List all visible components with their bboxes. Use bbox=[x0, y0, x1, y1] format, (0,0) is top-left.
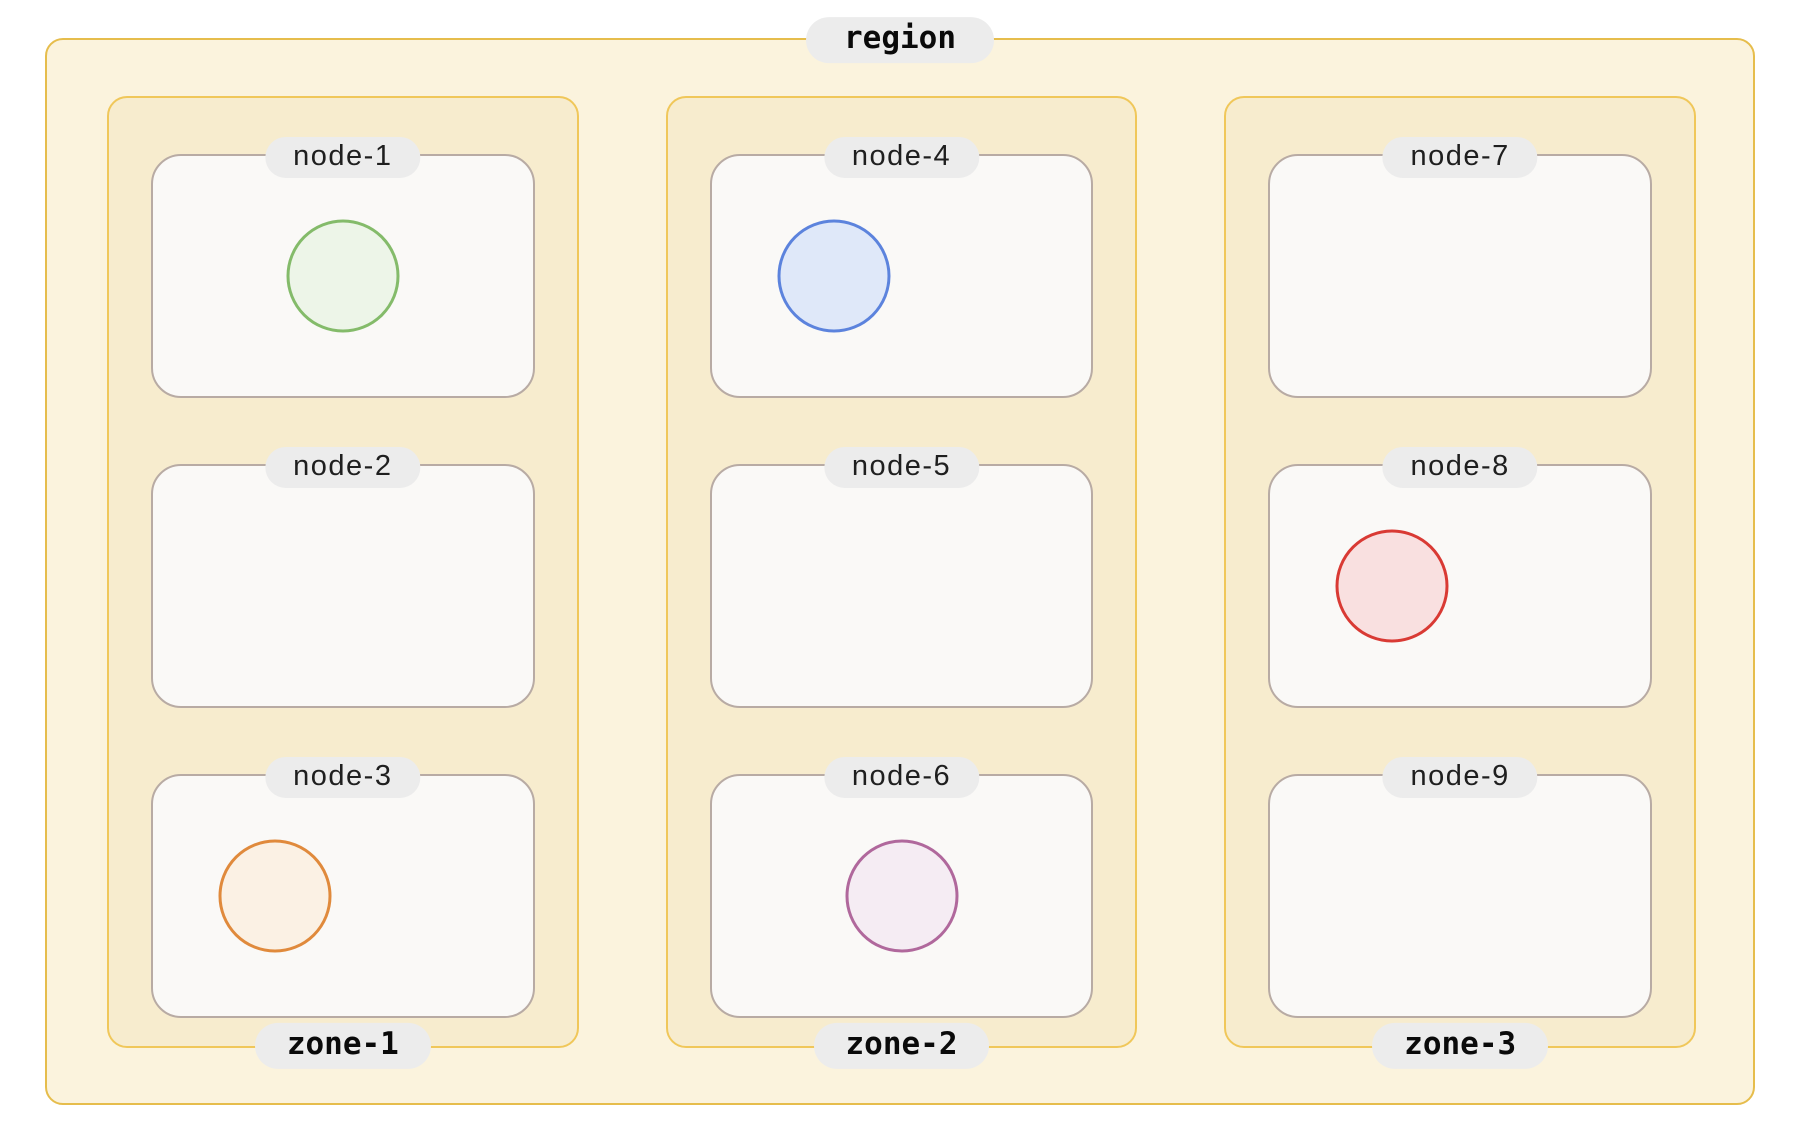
workload-circle bbox=[777, 219, 890, 333]
zone-label-1: zone-1 bbox=[254, 1023, 431, 1069]
node-box-1: node-1 bbox=[151, 136, 535, 398]
node-box-7: node-7 bbox=[1268, 136, 1653, 398]
node-label: node-1 bbox=[265, 136, 421, 179]
zone-2-nodes: node-4 node-5 node-6 bbox=[709, 136, 1094, 1018]
workload-circle bbox=[845, 839, 958, 953]
node-label: node-2 bbox=[265, 446, 421, 489]
region-label: region bbox=[806, 17, 994, 63]
zone-label-3: zone-3 bbox=[1372, 1023, 1549, 1069]
node-label: node-9 bbox=[1382, 756, 1538, 799]
region-container: region node-1 node-2 node-3 bbox=[45, 17, 1755, 1105]
node-box-3: node-3 bbox=[151, 756, 535, 1018]
zone-1-nodes: node-1 node-2 node-3 bbox=[151, 136, 535, 1018]
workload-circle bbox=[218, 839, 332, 953]
node-box-8: node-8 bbox=[1268, 446, 1653, 708]
workload-circle bbox=[286, 219, 400, 333]
zone-container-2: node-4 node-5 node-6 zone-2 bbox=[665, 96, 1138, 1069]
zone-3-nodes: node-7 node-8 node-9 bbox=[1268, 136, 1653, 1018]
node-label: node-7 bbox=[1382, 136, 1538, 179]
node-box-2: node-2 bbox=[151, 446, 535, 708]
zone-container-3: node-7 node-8 node-9 zone-3 bbox=[1224, 96, 1697, 1069]
node-label: node-3 bbox=[265, 756, 421, 799]
node-label: node-4 bbox=[823, 136, 980, 179]
zones-row: node-1 node-2 node-3 zone-1 bbox=[107, 96, 1697, 1069]
node-box-9: node-9 bbox=[1268, 756, 1653, 1018]
node-label: node-8 bbox=[1382, 446, 1538, 489]
node-box-5: node-5 bbox=[709, 446, 1094, 708]
zone-container-1: node-1 node-2 node-3 zone-1 bbox=[107, 96, 579, 1069]
node-box-4: node-4 bbox=[709, 136, 1094, 398]
zone-label-2: zone-2 bbox=[813, 1023, 990, 1069]
node-label: node-6 bbox=[823, 756, 980, 799]
node-label: node-5 bbox=[823, 446, 980, 489]
workload-circle bbox=[1335, 529, 1449, 643]
node-box-6: node-6 bbox=[709, 756, 1094, 1018]
